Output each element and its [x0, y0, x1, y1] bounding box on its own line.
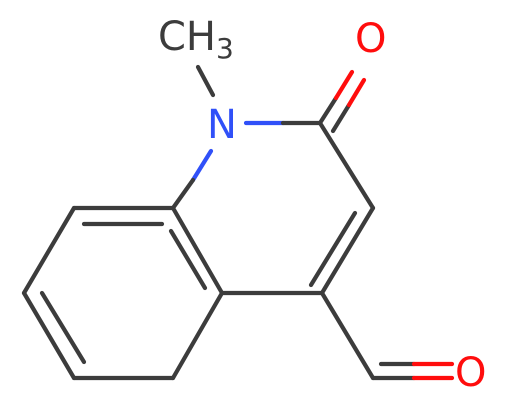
bond-c8a-c4a-inner	[168, 228, 208, 291]
bond-c2-c3	[317, 120, 376, 211]
bond-nitrogen-c8a	[170, 177, 196, 211]
ketone-oxygen-label: O	[355, 16, 386, 62]
bond-c7-c6-inner	[39, 290, 87, 365]
methyl-text: CH	[158, 14, 216, 60]
methyl-label: CH3	[158, 14, 234, 65]
bond-c5-c4a	[170, 290, 225, 381]
methyl-subscript: 3	[216, 32, 234, 65]
bond-c7-c6	[21, 290, 77, 381]
bond-c4-aldehyde-carbon	[319, 290, 376, 381]
bond-c2-oxygen-a	[317, 95, 339, 126]
bond-c3-c4-inner	[308, 210, 358, 288]
bond-c8a-c4a	[170, 205, 225, 296]
nitrogen-label: N	[207, 102, 237, 148]
bond-c2-oxygen-b	[330, 102, 352, 134]
bond-nitrogen-c8a-blue	[190, 148, 214, 183]
bond-c2-oxygen-a-red	[333, 69, 355, 101]
aldehyde-oxygen-label: O	[455, 350, 486, 396]
bond-c3-c4-outer	[319, 205, 376, 296]
bond-c2-oxygen-b-red	[346, 77, 367, 108]
bond-c8-c7	[21, 205, 77, 296]
bond-methyl-nitrogen	[195, 64, 216, 98]
